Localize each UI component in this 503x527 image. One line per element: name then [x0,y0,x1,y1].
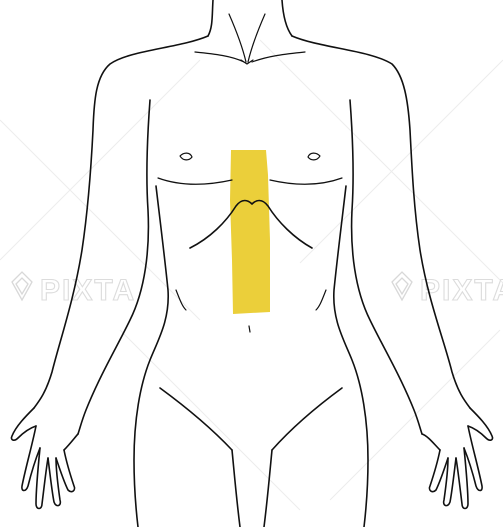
crotch-left [232,450,240,527]
neck-right-outline [282,0,292,36]
left-hand-icon [11,408,78,509]
right-hand-icon [422,408,493,509]
left-shoulder-arm-outline [34,36,208,408]
left-inguinal-line [160,388,232,450]
abdomen-left-line [176,290,186,310]
crotch-right [264,450,272,527]
right-clavicle [252,52,305,62]
navel [249,326,250,332]
left-pectoral [158,178,232,184]
right-inguinal-line [272,388,342,450]
left-clavicle [195,52,244,62]
left-inner-arm [78,100,150,434]
right-nipple [308,153,320,160]
watermark-right: PIXTA [392,272,503,307]
left-nipple [180,153,192,160]
watermark-logo-icon [392,272,412,300]
right-pectoral [270,178,342,184]
neck-left-outline [208,0,213,36]
highlight-sternum [230,150,270,314]
watermark-logo-icon [12,272,32,300]
left-torso-side [134,186,168,527]
abdomen-right-line [316,290,326,310]
sternocleidomastoid-lines [229,14,265,62]
watermark-text-left: PIXTA [40,274,136,307]
right-shoulder-arm-outline [292,36,470,408]
